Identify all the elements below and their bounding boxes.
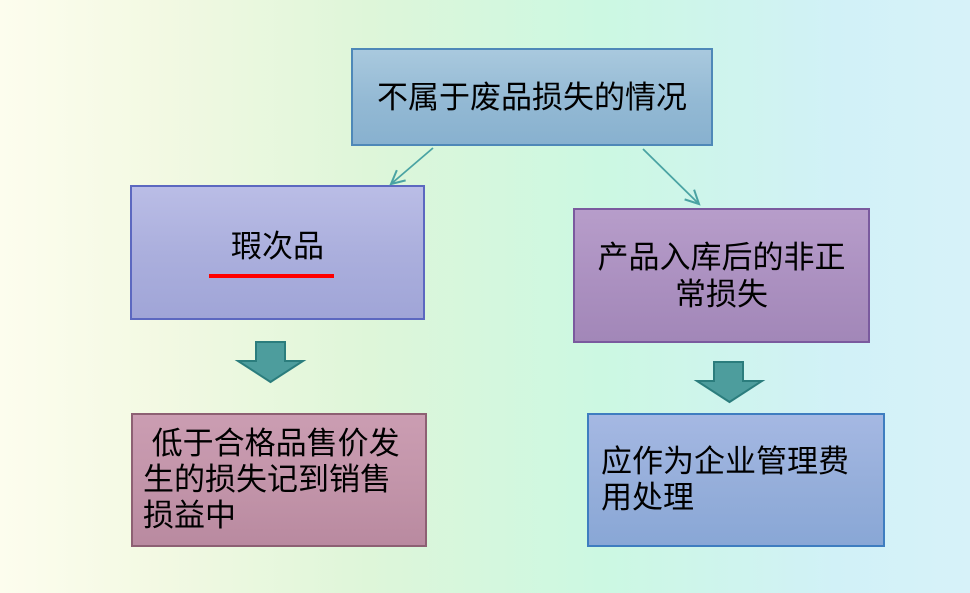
diagram-node-abnormal-result: 应作为企业管理费 用处理 <box>587 413 885 547</box>
diagram-node-abnormal-loss: 产品入库后的非正 常损失 <box>573 208 870 343</box>
block-arrow-down-left-icon <box>234 341 307 384</box>
block-arrow-down-right-icon <box>693 361 766 404</box>
connector-arrow-right <box>642 148 699 204</box>
diagram-node-root: 不属于废品损失的情况 <box>351 48 713 146</box>
root-box-label: 不属于废品损失的情况 <box>377 79 687 115</box>
diagram-node-defect-result: 低于合格品售价发 生的损失记到销售 损益中 <box>131 413 427 547</box>
emphasis-underline <box>209 273 334 278</box>
abnormal-box-label: 产品入库后的非正 常损失 <box>597 239 846 312</box>
defect-result-label: 低于合格品售价发 生的损失记到销售 损益中 <box>143 426 400 533</box>
abnormal-result-label: 应作为企业管理费 用处理 <box>601 444 849 515</box>
defect-box-label: 瑕次品 <box>231 228 324 264</box>
connector-arrow-left <box>391 147 434 184</box>
diagram-node-defective-goods: 瑕次品 <box>130 185 425 320</box>
